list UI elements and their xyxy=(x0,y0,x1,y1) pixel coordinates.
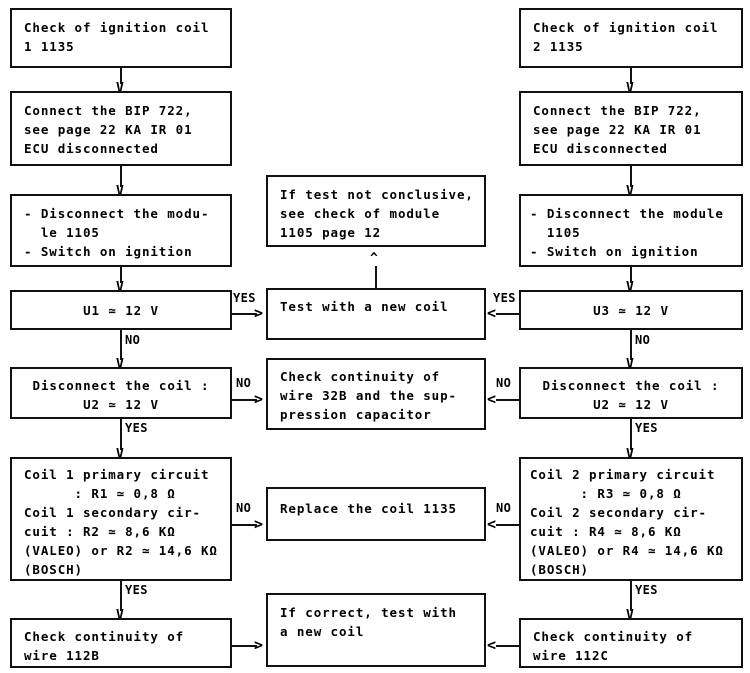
chevron-down-icon: V xyxy=(115,357,125,372)
node-disconnect-coil-right: Disconnect the coil : U2 ≃ 12 V xyxy=(519,367,743,419)
edge-label-yes: YES xyxy=(233,291,256,305)
connector-l7-m5 xyxy=(232,645,257,647)
chevron-down-icon: V xyxy=(115,184,125,199)
connector-r2-r3 xyxy=(630,166,632,200)
node-disconnect-coil-left: Disconnect the coil : U2 ≃ 12 V xyxy=(10,367,232,419)
connector-r7-m5 xyxy=(496,645,520,647)
chevron-down-icon: V xyxy=(115,608,125,623)
chevron-down-icon: V xyxy=(625,184,635,199)
edge-label-yes: YES xyxy=(493,291,516,305)
node-u1-measurement: U1 ≃ 12 V xyxy=(10,290,232,330)
connector-r6-yes xyxy=(630,581,632,612)
node-u3-measurement: U3 ≃ 12 V xyxy=(519,290,743,330)
node-test-with-new-coil: Test with a new coil xyxy=(266,288,486,340)
connector-l2-l3 xyxy=(120,166,122,200)
node-check-wire-112b: Check continuity of wire 112B xyxy=(10,618,232,668)
connector-r5-yes xyxy=(630,419,632,452)
connector-l3-l4 xyxy=(120,267,122,291)
arrow-left-icon: < xyxy=(487,390,497,408)
edge-label-no: NO xyxy=(496,376,512,390)
arrow-left-icon: < xyxy=(487,636,497,654)
node-replace-coil-1135: Replace the coil 1135 xyxy=(266,487,486,541)
edge-label-yes: YES xyxy=(635,583,658,597)
edge-label-no: NO xyxy=(125,333,141,347)
connector-m2-m1 xyxy=(375,266,377,290)
node-disconnect-module-right: - Disconnect the module 1105 - Switch on… xyxy=(519,194,743,267)
connector-l4-no xyxy=(120,330,122,361)
edge-label-yes: YES xyxy=(125,583,148,597)
edge-label-yes: YES xyxy=(125,421,148,435)
arrow-right-icon: > xyxy=(254,304,264,322)
chevron-up-icon: ^ xyxy=(370,251,378,266)
chevron-down-icon: V xyxy=(625,81,635,96)
connector-l1-l2 xyxy=(120,68,122,97)
edge-label-no: NO xyxy=(496,501,512,515)
connector-l5-no xyxy=(232,399,257,401)
connector-r5-no xyxy=(496,399,520,401)
node-test-inconclusive: If test not conclusive, see check of mod… xyxy=(266,175,486,247)
connector-l4-yes xyxy=(232,313,257,315)
arrow-right-icon: > xyxy=(254,390,264,408)
edge-label-no: NO xyxy=(236,376,252,390)
node-coil-1-resistance: Coil 1 primary circuit : R1 ≃ 0,8 Ω Coil… xyxy=(10,457,232,581)
connector-r6-no xyxy=(496,524,520,526)
edge-label-no: NO xyxy=(236,501,252,515)
connector-r4-yes xyxy=(496,313,520,315)
node-check-wire-112c: Check continuity of wire 112C xyxy=(519,618,743,668)
arrow-left-icon: < xyxy=(487,515,497,533)
chevron-down-icon: V xyxy=(625,447,635,462)
connector-l6-no xyxy=(232,524,257,526)
arrow-right-icon: > xyxy=(254,515,264,533)
chevron-down-icon: V xyxy=(115,280,125,295)
connector-r1-r2 xyxy=(630,68,632,97)
edge-label-yes: YES xyxy=(635,421,658,435)
node-check-wire-32b: Check continuity of wire 32B and the sup… xyxy=(266,358,486,430)
node-disconnect-module-left: - Disconnect the modu- le 1105 - Switch … xyxy=(10,194,232,267)
arrow-right-icon: > xyxy=(254,636,264,654)
node-check-coil-2: Check of ignition coil 2 1135 xyxy=(519,8,743,68)
chevron-down-icon: V xyxy=(115,447,125,462)
edge-label-no: NO xyxy=(635,333,651,347)
node-connect-bip-722-right: Connect the BIP 722, see page 22 KA IR 0… xyxy=(519,91,743,166)
chevron-down-icon: V xyxy=(115,81,125,96)
connector-l6-yes xyxy=(120,581,122,612)
node-check-coil-1: Check of ignition coil 1 1135 xyxy=(10,8,232,68)
connector-r3-r4 xyxy=(630,267,632,291)
connector-r4-no xyxy=(630,330,632,361)
chevron-down-icon: V xyxy=(625,608,635,623)
chevron-down-icon: V xyxy=(625,357,635,372)
chevron-down-icon: V xyxy=(625,280,635,295)
arrow-left-icon: < xyxy=(487,304,497,322)
node-coil-2-resistance: Coil 2 primary circuit : R3 ≃ 0,8 Ω Coil… xyxy=(519,457,743,581)
node-connect-bip-722-left: Connect the BIP 722, see page 22 KA IR 0… xyxy=(10,91,232,166)
node-if-correct-test-new-coil: If correct, test with a new coil xyxy=(266,593,486,667)
connector-l5-yes xyxy=(120,419,122,452)
